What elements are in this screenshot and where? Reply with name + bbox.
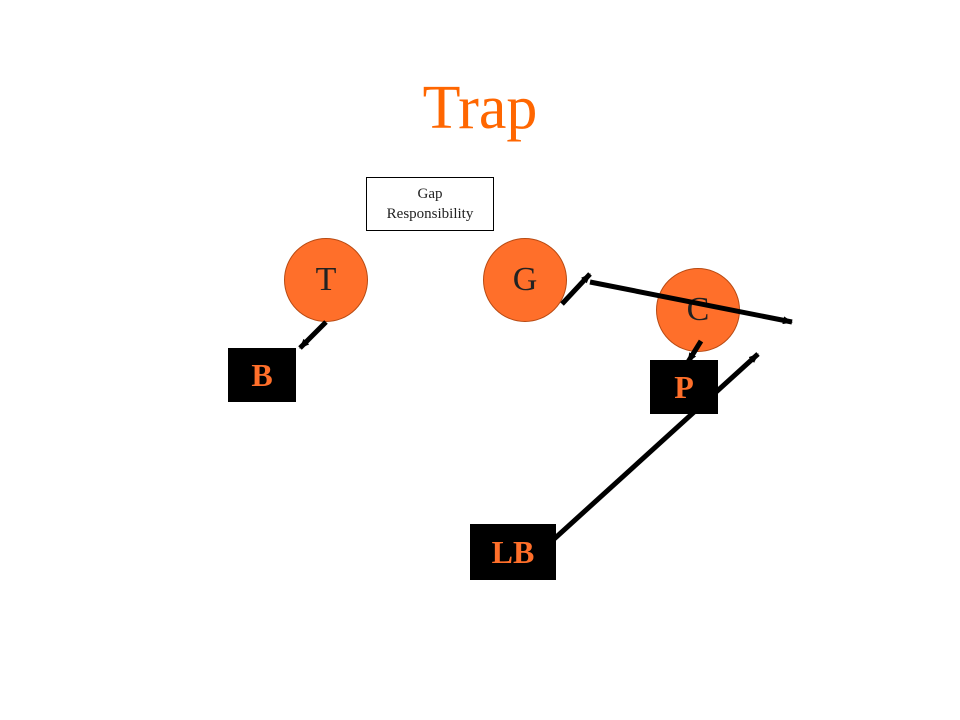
linebacker-path-arrow <box>551 352 760 542</box>
linebacker-defender: LB <box>470 524 556 580</box>
linebacker-label: LB <box>491 533 535 570</box>
slide-title: Trap <box>422 74 538 142</box>
guard-pull-step <box>560 272 592 306</box>
tackle-player: T <box>284 238 368 322</box>
playside-defender: P <box>650 360 718 414</box>
gap-note-line-1: Gap <box>417 186 443 202</box>
back-defender: B <box>228 348 296 402</box>
guard-label: G <box>512 261 538 298</box>
center-block-arrow <box>685 339 704 364</box>
playside-label: P <box>674 368 694 405</box>
gap-note-line-2: Responsibility <box>386 206 474 222</box>
back-label: B <box>251 356 273 393</box>
tackle-block-arrow <box>298 320 328 350</box>
guard-pull-path-arrow <box>589 279 793 325</box>
tackle-label: T <box>315 261 337 298</box>
guard-player: G <box>483 238 567 322</box>
gap-responsibility-note: Gap Responsibility <box>366 177 494 231</box>
